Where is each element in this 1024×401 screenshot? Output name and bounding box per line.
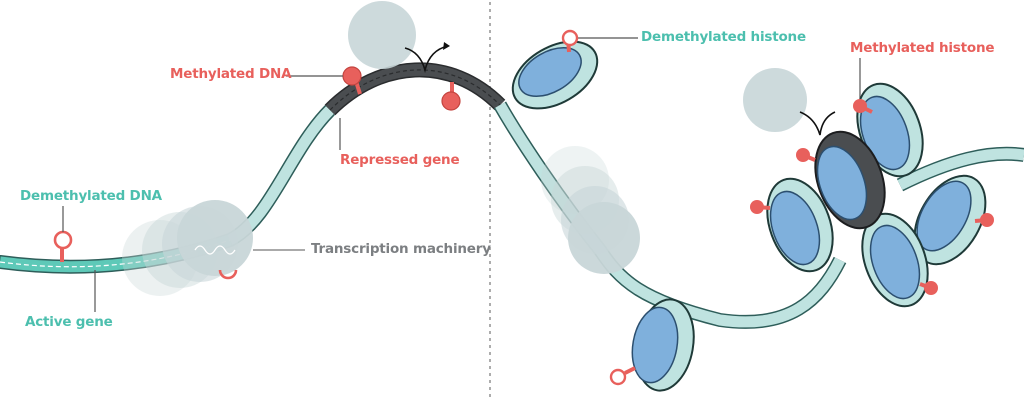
label-methylated-histone: Methylated histone: [850, 40, 995, 56]
dna-right-tail: [897, 148, 1024, 190]
label-demethylated-histone: Demethylated histone: [641, 29, 806, 45]
machinery-circle-right: [743, 68, 807, 132]
label-demethylated-dna: Demethylated DNA: [20, 188, 162, 204]
methyl-group-open-2: [218, 269, 238, 280]
label-methylated-dna: Methylated DNA: [170, 66, 292, 82]
transcription-machinery-left: [122, 200, 253, 296]
label-active-gene: Active gene: [25, 314, 113, 330]
label-transcription-machinery: Transcription machinery: [311, 241, 491, 257]
nucleosome-demethylated: [511, 29, 599, 110]
nucleosome-cluster: [750, 82, 994, 308]
transcription-machinery-right: [541, 146, 640, 274]
methyl-group-open-1: [53, 230, 73, 262]
label-repressed-gene: Repressed gene: [340, 152, 460, 168]
dna-right-strand: [495, 102, 845, 328]
release-arrow-left: [404, 45, 449, 74]
machinery-circle-top: [348, 1, 416, 69]
nucleosome-bottom: [609, 298, 695, 392]
dna-repressed-strand: [325, 63, 505, 115]
arrowhead-left: [443, 42, 450, 50]
release-arrow-right: [799, 111, 836, 136]
methyl-group-filled-2: [441, 82, 461, 111]
